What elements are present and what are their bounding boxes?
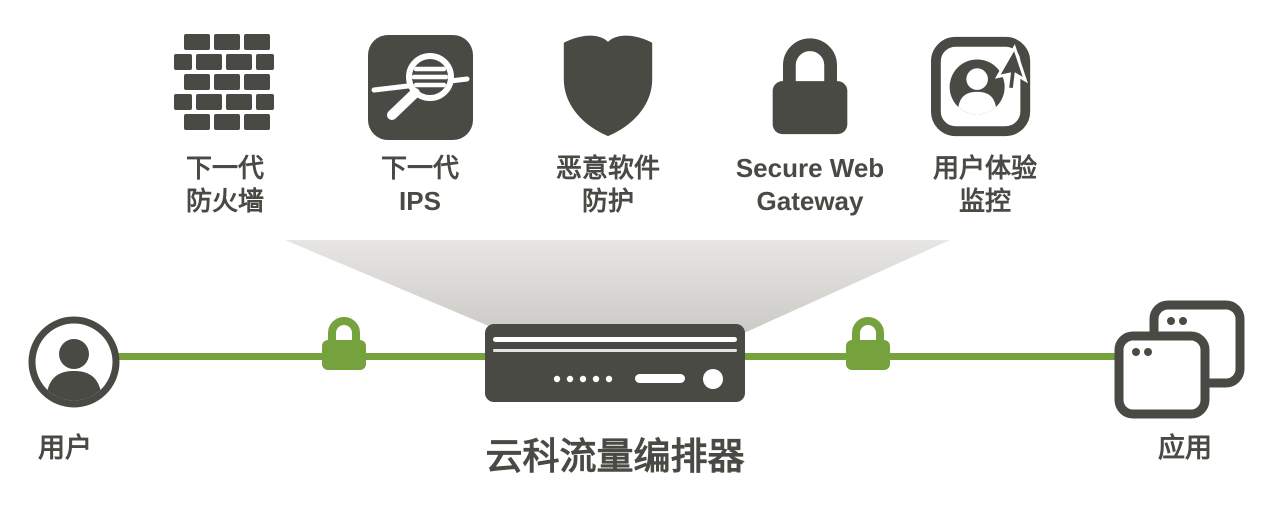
service-label: 恶意软件防护 (555, 153, 660, 216)
applications-windows-icon (1114, 300, 1246, 427)
apps-node-label: 应用 (1158, 433, 1212, 463)
orchestrator-label: 云科流量编排器 (485, 436, 745, 477)
service-malware-protection: 恶意软件防护 (513, 22, 703, 217)
user-cursor-icon (930, 22, 1040, 140)
service-label: 用户体验监控 (932, 153, 1037, 216)
encryption-lock-left-icon (318, 312, 370, 377)
service-user-experience-monitoring: 用户体验监控 (890, 22, 1080, 217)
service-next-gen-firewall: 下一代防火墙 (130, 22, 320, 217)
service-label: 下一代防火墙 (185, 153, 264, 216)
user-node-icon (26, 314, 122, 415)
traffic-orchestrator-appliance (485, 324, 745, 407)
encryption-lock-right-icon (842, 312, 894, 377)
user-node-label: 用户 (38, 433, 92, 463)
brick-wall-icon (170, 22, 280, 140)
magnifier-inspect-icon (367, 22, 473, 140)
padlock-icon (760, 22, 860, 140)
shield-icon (558, 22, 658, 140)
